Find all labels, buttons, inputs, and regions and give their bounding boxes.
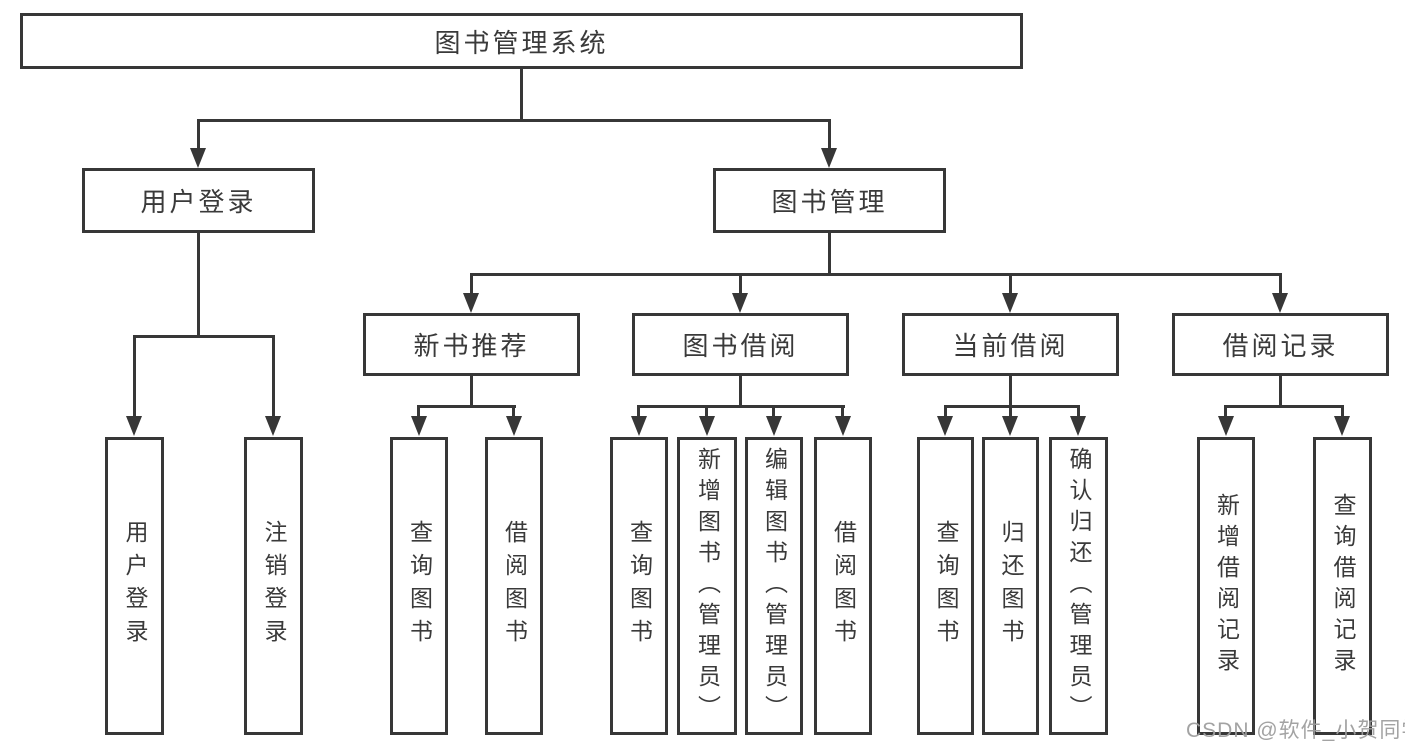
leaf-node-search-books-recommend: 查询图书: [390, 437, 448, 735]
connector-line: [197, 233, 200, 337]
connector-line: [739, 273, 742, 297]
node-book-management: 图书管理: [713, 168, 946, 233]
connector-line: [1077, 405, 1080, 420]
leaf-label: 查询借阅记录: [1330, 493, 1356, 679]
connector-line: [417, 405, 420, 420]
connector-line: [944, 405, 947, 420]
leaf-node-borrow-books-recommend: 借阅图书: [485, 437, 543, 735]
arrow-down-icon: [766, 416, 782, 436]
arrow-down-icon: [1218, 416, 1234, 436]
connector-line: [197, 119, 200, 150]
connector-line: [637, 405, 640, 420]
connector-line: [1009, 376, 1012, 407]
node-current-borrowing: 当前借阅: [902, 313, 1119, 376]
connector-line: [1279, 273, 1282, 297]
node-label: 新书推荐: [413, 331, 530, 361]
arrow-down-icon: [835, 416, 851, 436]
leaf-label: 归还图书: [998, 520, 1024, 652]
node-borrow-records: 借阅记录: [1172, 313, 1389, 376]
leaf-label: 用户登录: [122, 520, 148, 652]
connector-line: [197, 119, 831, 122]
node-label: 图书借阅: [682, 331, 799, 361]
leaf-node-search-books-current: 查询图书: [917, 437, 974, 735]
connector-line: [637, 405, 845, 408]
connector-line: [272, 335, 275, 420]
connector-line: [705, 405, 708, 420]
arrow-down-icon: [463, 293, 479, 313]
leaf-label: 借阅图书: [501, 520, 528, 652]
leaf-label: 查询图书: [406, 520, 433, 652]
connector-line: [944, 405, 1080, 408]
csdn-watermark: CSDN @软件_小贺同学: [1186, 719, 1405, 742]
arrow-down-icon: [1272, 293, 1288, 313]
connector-line: [1341, 405, 1344, 420]
leaf-node-confirm-return-admin: 确认归还（管理员）: [1049, 437, 1108, 735]
arrow-down-icon: [699, 416, 715, 436]
leaf-label: 编辑图书（管理员）: [761, 446, 788, 726]
arrow-down-icon: [631, 416, 647, 436]
node-label: 用户登录: [140, 187, 257, 217]
connector-line: [470, 376, 473, 407]
arrow-down-icon: [1334, 416, 1350, 436]
connector-line: [470, 273, 1282, 276]
leaf-node-edit-book-admin: 编辑图书（管理员）: [745, 437, 803, 735]
connector-line: [133, 335, 136, 420]
node-root-library-system: 图书管理系统: [20, 13, 1023, 69]
connector-line: [1279, 376, 1282, 407]
leaf-label: 新增借阅记录: [1213, 493, 1240, 679]
connector-line: [1224, 405, 1227, 420]
connector-line: [1224, 405, 1344, 408]
leaf-node-search-borrow-record: 查询借阅记录: [1313, 437, 1372, 735]
connector-line: [133, 335, 275, 338]
arrow-down-icon: [126, 416, 142, 436]
arrow-down-icon: [265, 416, 281, 436]
connector-line: [828, 119, 831, 150]
connector-line: [841, 405, 844, 420]
leaf-label: 确认归还（管理员）: [1066, 446, 1092, 726]
arrow-down-icon: [937, 416, 953, 436]
connector-line: [417, 405, 516, 408]
arrow-down-icon: [1002, 416, 1018, 436]
node-new-book-recommend: 新书推荐: [363, 313, 580, 376]
node-label: 借阅记录: [1222, 331, 1339, 361]
leaf-label: 查询图书: [626, 520, 653, 652]
arrow-down-icon: [190, 148, 206, 168]
connector-line: [512, 405, 515, 420]
arrow-down-icon: [1002, 293, 1018, 313]
node-label: 图书管理: [771, 187, 888, 217]
leaf-node-return-book: 归还图书: [982, 437, 1039, 735]
connector-line: [470, 273, 473, 297]
arrow-down-icon: [506, 416, 522, 436]
leaf-node-add-book-admin: 新增图书（管理员）: [677, 437, 737, 735]
arrow-down-icon: [411, 416, 427, 436]
leaf-label: 查询图书: [933, 520, 959, 652]
connector-line: [1009, 273, 1012, 297]
arrow-down-icon: [732, 293, 748, 313]
leaf-label: 注销登录: [261, 520, 287, 652]
leaf-label: 借阅图书: [830, 520, 857, 652]
connector-line: [520, 69, 523, 120]
arrow-down-icon: [1070, 416, 1086, 436]
leaf-node-user-login: 用户登录: [105, 437, 164, 735]
node-label: 图书管理系统: [434, 27, 609, 58]
connector-line: [1009, 405, 1012, 420]
node-user-login: 用户登录: [82, 168, 315, 233]
connector-line: [772, 405, 775, 420]
connector-line: [739, 376, 742, 407]
node-label: 当前借阅: [952, 331, 1069, 361]
leaf-node-logout: 注销登录: [244, 437, 303, 735]
node-book-borrowing: 图书借阅: [632, 313, 849, 376]
leaf-node-add-borrow-record: 新增借阅记录: [1197, 437, 1255, 735]
leaf-node-search-books-borrowing: 查询图书: [610, 437, 668, 735]
leaf-node-borrow-books-borrowing: 借阅图书: [814, 437, 872, 735]
leaf-label: 新增图书（管理员）: [694, 446, 721, 726]
connector-line: [828, 233, 831, 275]
arrow-down-icon: [821, 148, 837, 168]
